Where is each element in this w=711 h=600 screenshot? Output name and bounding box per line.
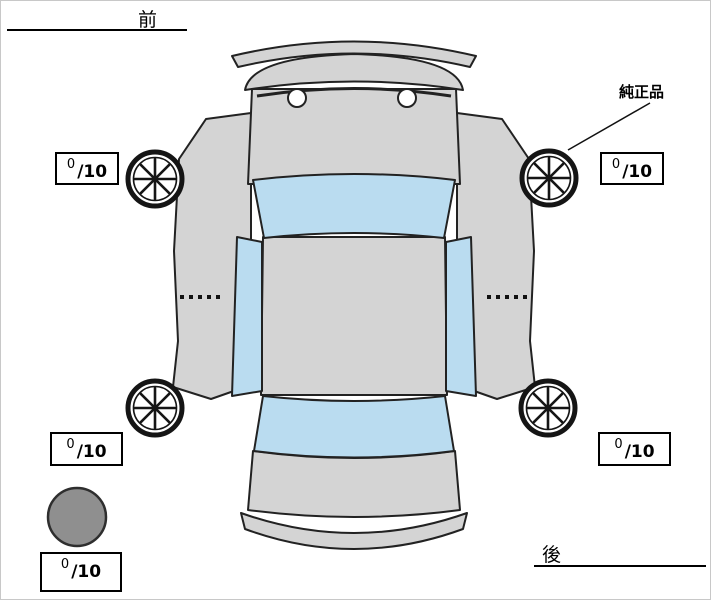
tire-score-rear-left: 0 /10	[50, 432, 123, 466]
genuine-part-label: 純正品	[619, 83, 665, 101]
car-roof	[260, 236, 448, 396]
car-front-strip	[231, 40, 477, 68]
car-front-bumper	[244, 53, 464, 91]
tire-score-front-right: 0 /10	[600, 152, 664, 185]
wheel-front-right-icon	[522, 151, 576, 205]
tire-score-value: 0	[614, 437, 623, 452]
wheel-rear-right-icon	[521, 381, 575, 435]
tire-score-denominator: /10	[76, 442, 107, 462]
tire-score-spare: 0 /10	[40, 552, 122, 592]
car-hood	[247, 88, 461, 185]
tire-score-denominator: /10	[71, 562, 102, 582]
car-cowl-line	[256, 87, 452, 98]
car-rear-bumper	[240, 512, 468, 550]
spare-tire-icon	[46, 486, 108, 548]
car-top-view	[172, 40, 536, 550]
tire-score-value: 0	[66, 437, 75, 452]
tire-score-denominator: /10	[77, 162, 108, 182]
tire-score-denominator: /10	[622, 162, 653, 182]
rear-label: 後	[542, 544, 563, 566]
hood-circle-right	[397, 88, 417, 108]
car-trunk	[247, 450, 461, 518]
tire-score-front-left: 0 /10	[55, 152, 119, 185]
right-door-seam-dots	[487, 295, 527, 299]
front-label: 前	[138, 9, 159, 31]
tire-score-value: 0	[60, 557, 70, 572]
rear-window	[253, 395, 455, 459]
tire-score-value: 0	[611, 157, 621, 172]
left-side-window	[231, 236, 263, 397]
tire-score-denominator: /10	[624, 442, 655, 462]
tire-score-value: 0	[66, 157, 76, 172]
wheel-rear-left-icon	[128, 381, 182, 435]
windshield	[252, 173, 456, 239]
left-door-seam-dots	[180, 295, 220, 299]
right-side-window	[445, 236, 477, 397]
hood-circle-left	[287, 88, 307, 108]
rear-label-underline	[534, 565, 706, 567]
car-glass	[231, 173, 477, 459]
tire-score-rear-right: 0 /10	[598, 432, 671, 466]
genuine-part-pointer-line	[567, 102, 651, 151]
front-label-underline	[7, 29, 187, 31]
wheel-front-left-icon	[128, 152, 182, 206]
